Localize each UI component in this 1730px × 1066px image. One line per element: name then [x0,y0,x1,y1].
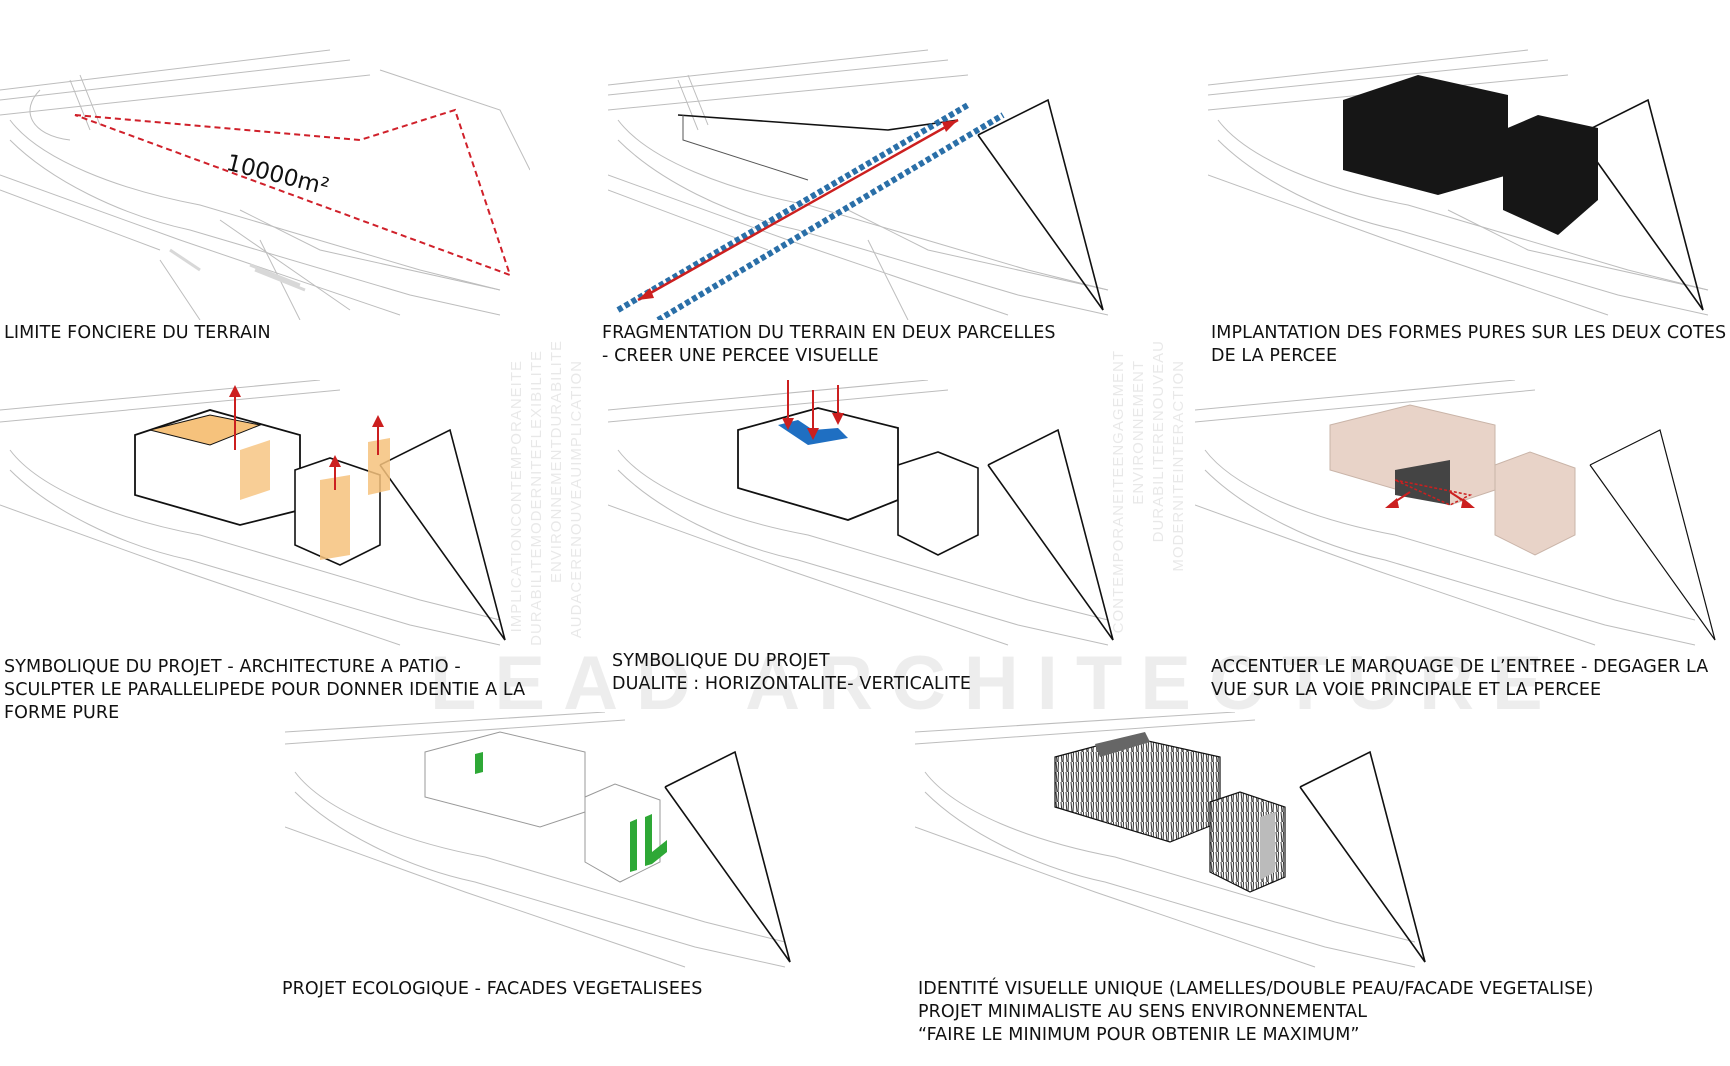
caption-line: FRAGMENTATION DU TERRAIN EN DEUX PARCELL… [602,322,1056,345]
entrance-building-right [1495,452,1575,555]
site-plan-drawing [1195,380,1730,655]
panel-caption: SYMBOLIQUE DU PROJET DUALITE : HORIZONTA… [612,650,971,696]
pure-form-block-left [1343,75,1508,195]
arrow-head-icon [1385,498,1399,508]
panel-caption: FRAGMENTATION DU TERRAIN EN DEUX PARCELL… [602,322,1056,368]
lamelles-building-left [1055,737,1220,842]
arrow-head-icon [229,385,241,397]
diagram-panel-ecological [285,712,805,972]
diagram-panel-duality [608,380,1128,655]
percee-red-arrow [638,120,958,300]
percee-blue-dashed-line [618,105,968,310]
caption-line: PROJET MINIMALISTE AU SENS ENVIRONNEMENT… [918,1001,1594,1024]
site-plan-drawing [285,712,805,972]
green-facade [630,819,637,872]
percee-blue-dashed-line [658,115,1003,320]
diagram-panel-fragmentation [608,40,1128,320]
background-word-column: MODERNITEINTERACTION [1170,360,1187,572]
caption-line: DUALITE : HORIZONTALITE- VERTICALITE [612,673,971,696]
caption-line: LIMITE FONCIERE DU TERRAIN [4,322,271,345]
arrow-head-icon [942,120,958,132]
background-word-column: ENVIRONNEMENTDURABILITE [548,340,565,583]
diagram-panel-pure-forms [1208,40,1730,320]
background-word-column: ENVIRONNEMENT [1130,360,1147,505]
eco-building-left [425,732,585,827]
panel-caption: IMPLANTATION DES FORMES PURES SUR LES DE… [1211,322,1726,368]
site-plan-drawing [0,380,530,655]
pure-form-block-right [1503,115,1598,235]
background-word-column: AUDACERENOUVEAUIMPLICATION [568,360,585,638]
diagram-panel-entrance [1195,380,1730,655]
patio-highlight [240,440,270,500]
site-plan-drawing [1208,40,1730,320]
caption-line: DE LA PERCEE [1211,345,1726,368]
caption-line: IDENTITÉ VISUELLE UNIQUE (LAMELLES/DOUBL… [918,978,1594,1001]
site-plan-drawing [608,40,1128,320]
duality-building-vertical [898,452,978,555]
caption-line: SYMBOLIQUE DU PROJET - ARCHITECTURE A PA… [4,656,525,679]
site-plan-drawing [608,380,1128,655]
diagram-panel-visual-identity [915,712,1435,974]
caption-line: SYMBOLIQUE DU PROJET [612,650,971,673]
arrow-head-icon [372,415,384,427]
caption-line: “FAIRE LE MINIMUM POUR OBTENIR LE MAXIMU… [918,1024,1594,1047]
background-word-column: DURABILITERENOUVEAU [1150,340,1167,542]
panel-caption: PROJET ECOLOGIQUE - FACADES VEGETALISEES [282,978,702,1001]
diagram-panel-site-limit: 10000m² [0,40,530,320]
panel-caption: IDENTITÉ VISUELLE UNIQUE (LAMELLES/DOUBL… [918,978,1594,1047]
background-word-column: DURABILITEMODERNITEFLEXIBILITE [528,350,545,646]
panel-caption: ACCENTUER LE MARQUAGE DE L’ENTREE - DEGA… [1211,656,1708,702]
green-facade [475,752,483,774]
diagram-panel-patio [0,380,530,655]
duality-building-horizontal [738,408,898,520]
caption-line: IMPLANTATION DES FORMES PURES SUR LES DE… [1211,322,1726,345]
panel-caption: LIMITE FONCIERE DU TERRAIN [4,322,271,345]
caption-line: - CREER UNE PERCEE VISUELLE [602,345,1056,368]
facade-detail [1260,812,1275,880]
site-plan-drawing [915,712,1435,974]
caption-line: VUE SUR LA VOIE PRINCIPALE ET LA PERCEE [1211,679,1708,702]
caption-line: PROJET ECOLOGIQUE - FACADES VEGETALISEES [282,978,702,1001]
caption-line: ACCENTUER LE MARQUAGE DE L’ENTREE - DEGA… [1211,656,1708,679]
caption-line: SCULPTER LE PARALLELIPEDE POUR DONNER ID… [4,679,525,702]
